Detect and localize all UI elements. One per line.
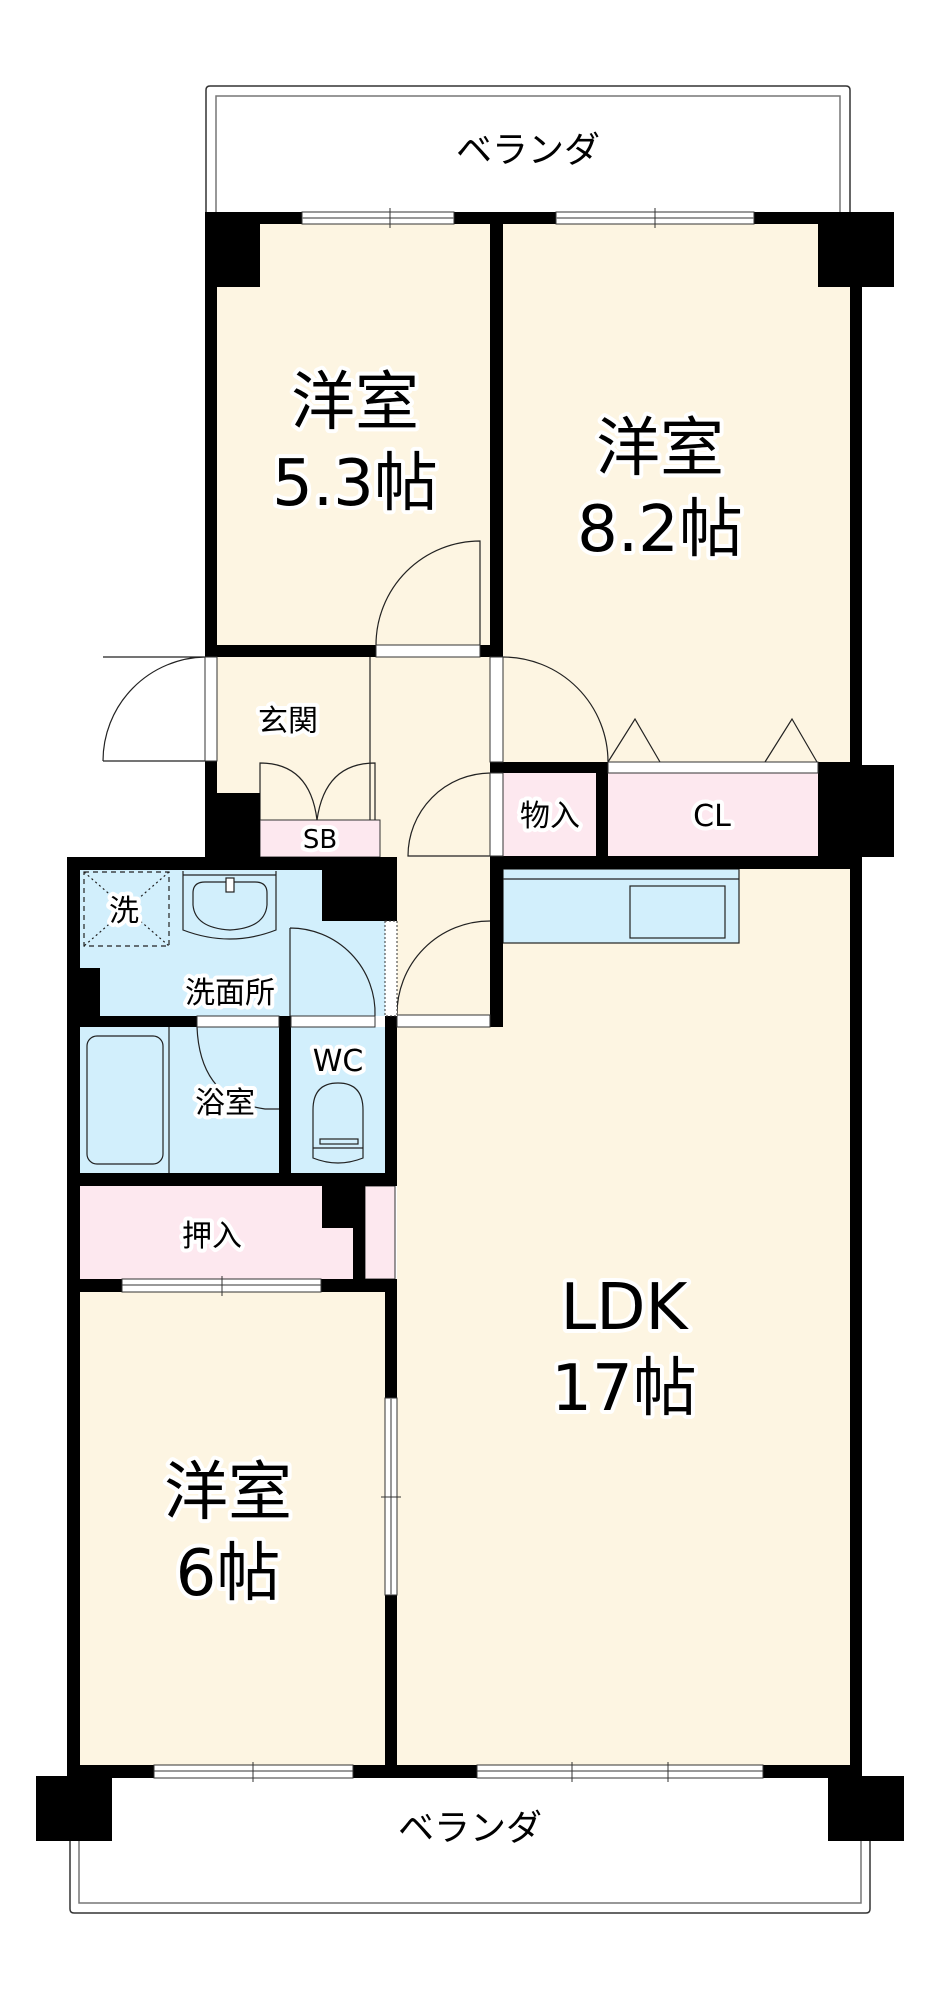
corridor-floor [397,657,490,1027]
entrance-label: 玄関 [258,704,318,739]
door-storage[interactable] [407,772,491,857]
door-bathroom[interactable] [196,1026,279,1110]
washroom-label: 洗面所 [185,976,275,1011]
washer-space-label: 洗 [109,894,139,929]
bathtub-icon [86,1027,170,1173]
western-room-3-name: 洋室 [164,1456,292,1530]
window-oshiire [121,1276,322,1296]
washer-space-icon [83,871,170,947]
oshiire-label: 押入 [182,1219,242,1254]
window-ldk [476,1762,764,1782]
windows [121,208,764,1782]
bathroom-floor [80,1027,279,1173]
bathroom-label: 浴室 [195,1086,255,1121]
western-room-1-floor [217,224,490,645]
door-ldk[interactable] [396,920,491,1016]
ldk-floor [397,1027,850,1765]
oshiire-side-floor [364,1185,396,1280]
western-room-3-floor [80,1292,385,1765]
closet-folding-door-icon [607,717,818,763]
window-room-3 [153,1762,354,1782]
window-room-1 [301,208,455,228]
door-western-room-1[interactable] [375,540,481,646]
walls [36,212,904,1841]
shoe-box-floor [259,819,381,858]
entrance-door[interactable] [102,656,206,762]
room-fills [80,224,850,1765]
storage-label: 物入 [520,799,580,834]
shoe-box-label: SB [303,825,337,855]
western-room-1-size: 5.3帖 [272,447,438,521]
western-room-2-floor [503,224,850,762]
western-room-1-name: 洋室 [291,366,419,440]
shoe-box-door-icon [259,657,376,821]
doors [102,540,609,1110]
labels: ベランダ ベランダ 洋室 5.3帖 洋室 8.2帖 洋室 6帖 LDK 17帖 … [105,130,747,1849]
washbasin-icon [182,871,277,940]
window-room-3-side [381,1397,401,1596]
western-room-2-name: 洋室 [596,412,724,486]
ldk-name: LDK [561,1271,690,1345]
toilet-label: WC [313,1044,364,1079]
western-room-2-size: 8.2帖 [577,493,743,567]
closet-label: CL [693,799,731,834]
veranda-bottom [69,1841,871,1914]
veranda-top [205,85,851,212]
storage-floor [503,773,596,856]
western-room-3-size: 6帖 [176,1537,281,1611]
ldk-size: 17帖 [551,1352,696,1426]
veranda-bottom-label: ベランダ [398,1808,542,1849]
openings [196,644,819,1028]
closet-floor [608,773,818,856]
kitchen-sink [629,885,726,939]
window-room-2 [555,208,755,228]
oshiire-floor [80,1186,353,1279]
door-washroom[interactable] [289,927,376,1017]
veranda-top-label: ベランダ [456,130,600,171]
toilet-floor [291,1027,385,1173]
fixtures [83,657,818,1173]
toilet-icon [312,1082,364,1164]
door-western-room-2[interactable] [502,656,609,763]
